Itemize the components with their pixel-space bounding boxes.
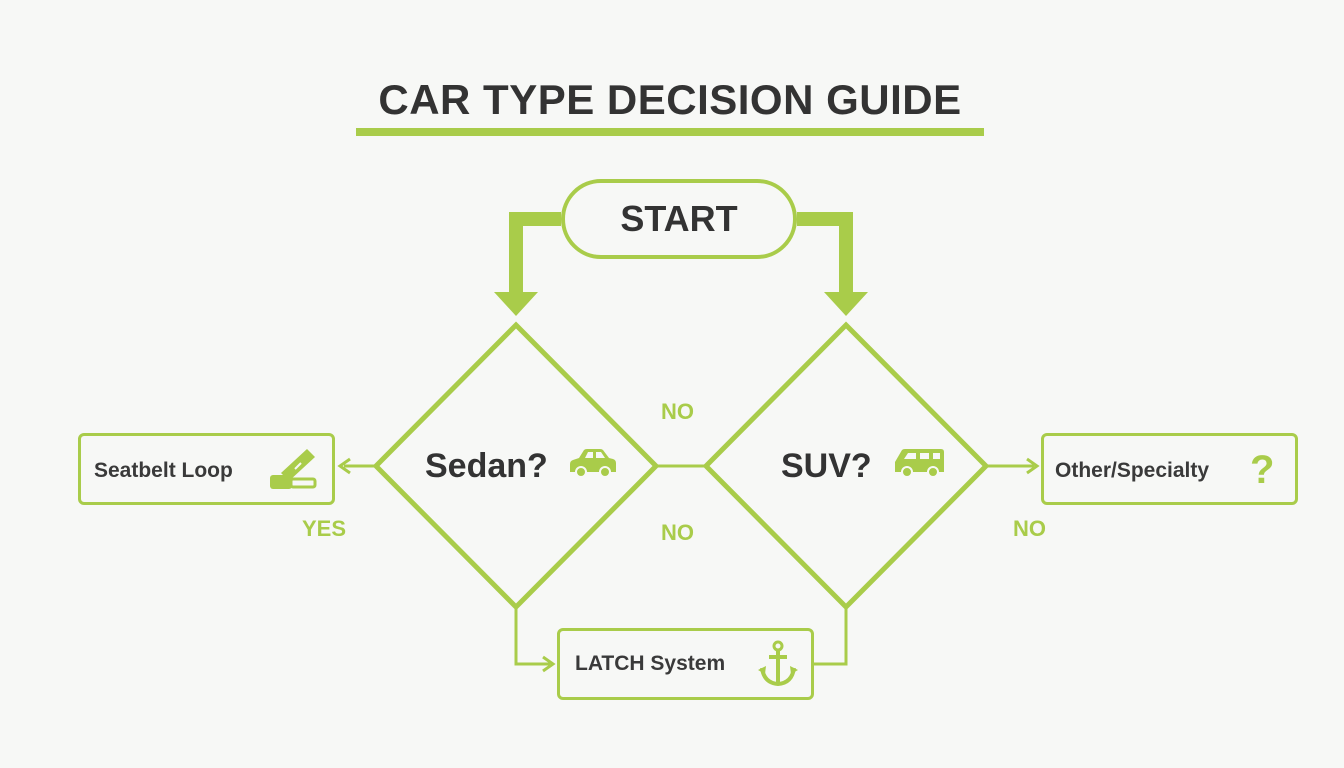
start-label: START xyxy=(620,198,738,239)
start-node: START xyxy=(561,179,797,259)
other-specialty-node xyxy=(1041,433,1298,505)
car-icon xyxy=(570,449,616,478)
page-title: CAR TYPE DECISION GUIDE xyxy=(378,76,962,123)
sedan-yes-label: YES xyxy=(302,516,347,541)
sedan-question-label: Sedan? xyxy=(425,447,548,485)
sedan-to-latch-arrow xyxy=(514,607,556,673)
suv-no-label: NO xyxy=(1013,516,1046,541)
latch-system-node xyxy=(557,628,814,700)
sedan-to-seatbelt-arrow xyxy=(337,457,376,475)
title-underline xyxy=(356,128,984,136)
suv-to-latch-connector xyxy=(814,607,848,666)
start-to-sedan-arrow xyxy=(494,212,561,316)
latch-system-label: LATCH System xyxy=(575,652,726,675)
suv-to-other-arrow xyxy=(986,457,1040,475)
sedan-to-suv-no-label: NO xyxy=(661,399,694,424)
seatbelt-icon xyxy=(270,449,317,489)
anchor-icon xyxy=(758,640,798,687)
seatbelt-loop-label: Seatbelt Loop xyxy=(94,459,233,482)
other-specialty-label: Other/Specialty xyxy=(1055,459,1210,482)
start-to-suv-arrow xyxy=(797,212,868,316)
question-mark-icon: ? xyxy=(1250,448,1275,492)
sedan-bottom-no-label: NO xyxy=(661,520,694,545)
suv-question-label: SUV? xyxy=(781,447,872,485)
van-icon xyxy=(895,449,944,478)
